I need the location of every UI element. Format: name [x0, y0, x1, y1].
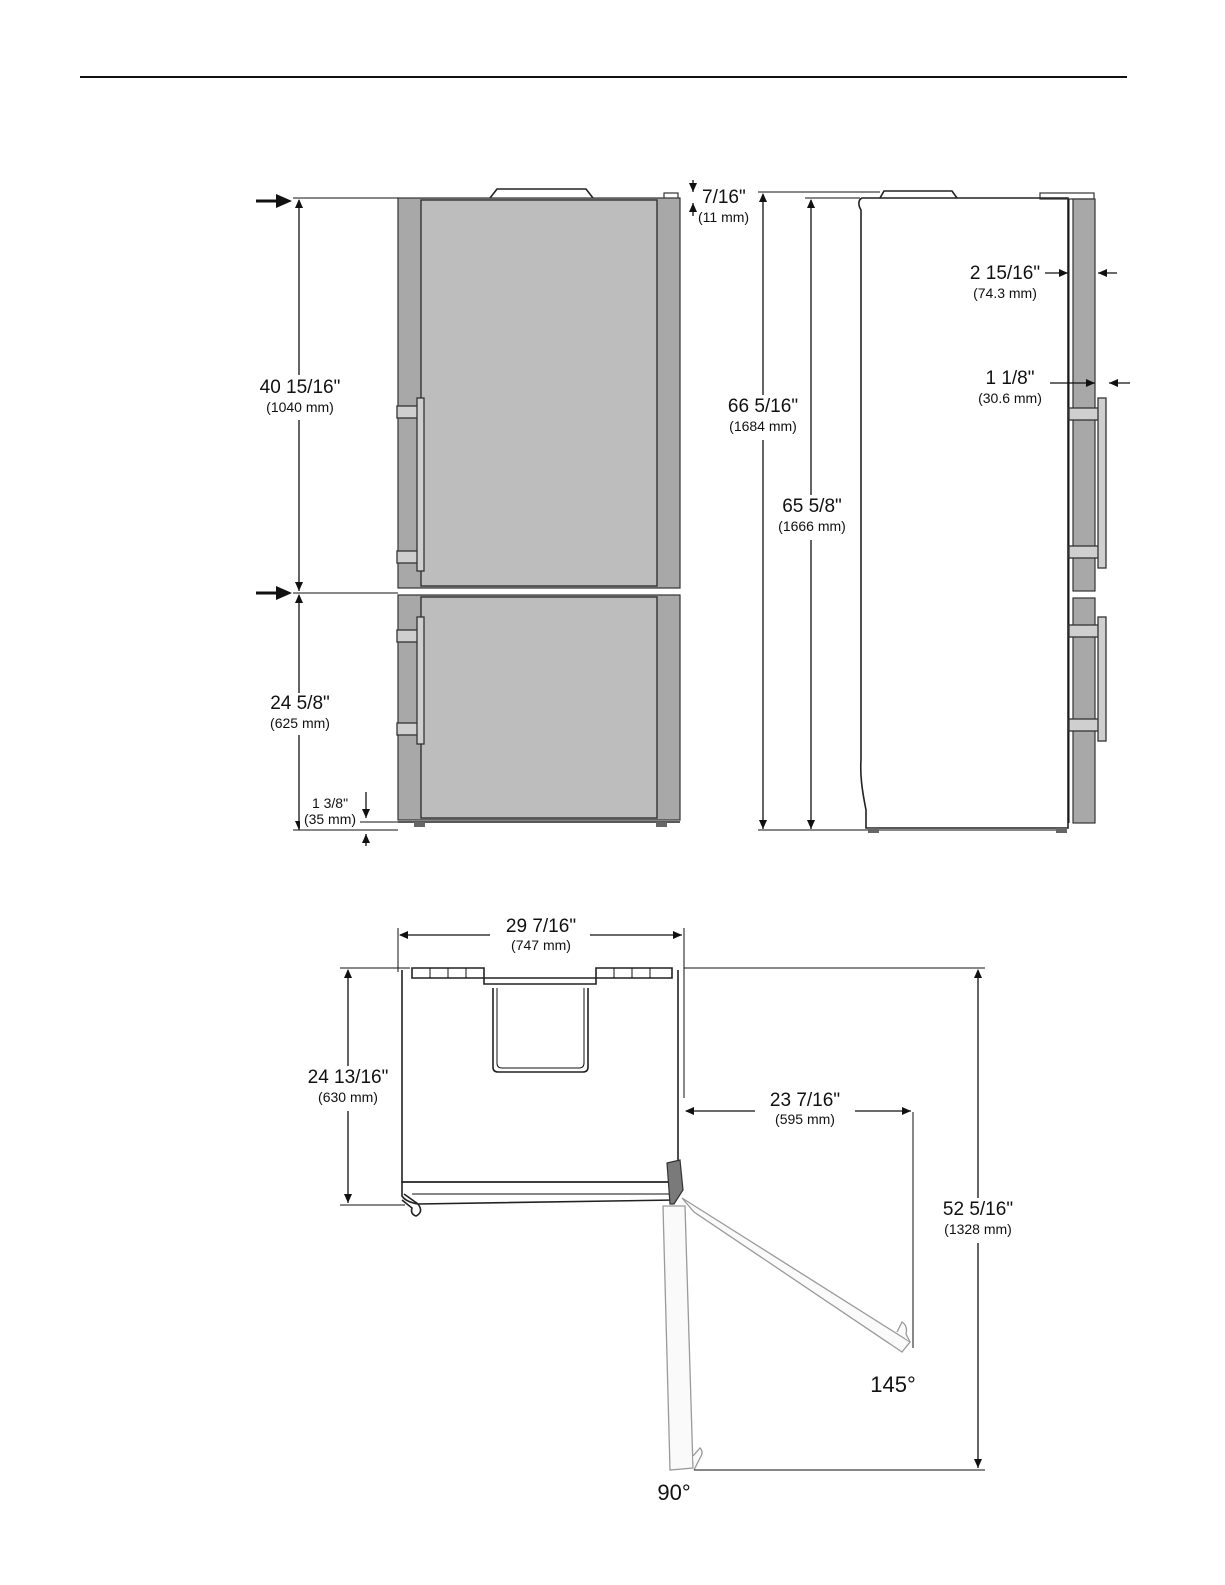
fridge-height-label: 24 5/8"	[270, 693, 330, 714]
freezer-height-label: 40 15/16"	[260, 377, 341, 398]
cabinet-top	[402, 970, 678, 1182]
leg-height-metric: (35 mm)	[304, 811, 356, 827]
open-depth-label: 52 5/16"	[943, 1199, 1013, 1220]
hinge-icon	[667, 1160, 683, 1204]
cabinet-height-label: 65 5/8"	[782, 496, 842, 517]
leg-height-label: 1 3/8"	[312, 795, 348, 811]
open-depth-metric: (1328 mm)	[944, 1221, 1012, 1237]
top-hinge-label: 7/16"	[702, 187, 746, 208]
upper-handle	[417, 398, 424, 571]
fridge-height-metric: (625 mm)	[270, 715, 330, 731]
door-open-145	[682, 1198, 910, 1352]
total-height-metric: (1684 mm)	[729, 418, 797, 434]
handle-depth-metric: (30.6 mm)	[978, 390, 1042, 406]
width-label: 29 7/16"	[506, 916, 576, 937]
width-metric: (747 mm)	[511, 937, 571, 953]
freezer-height-metric: (1040 mm)	[266, 399, 334, 415]
cabinet-height-metric: (1666 mm)	[778, 518, 846, 534]
top-hinge-metric: (11 mm)	[698, 209, 749, 225]
lower-handle	[417, 617, 424, 744]
angle-145-label: 145°	[870, 1372, 916, 1397]
door-swing-label: 23 7/16"	[770, 1090, 840, 1111]
door-swing-metric: (595 mm)	[775, 1111, 835, 1127]
depth-metric: (630 mm)	[318, 1089, 378, 1105]
closed-door	[402, 1182, 676, 1204]
door-open-90	[663, 1206, 693, 1470]
door-depth-metric: (74.3 mm)	[973, 285, 1037, 301]
door-depth-label: 2 15/16"	[970, 263, 1040, 284]
side-handle-lower	[1098, 617, 1106, 741]
depth-label: 24 13/16"	[308, 1067, 389, 1088]
side-view: 66 5/16" (1684 mm) 65 5/8" (1666 mm) 2 1…	[716, 191, 1130, 833]
front-view: 40 15/16" (1040 mm) 24 5/8" (625 mm) 1 3…	[250, 180, 749, 846]
top-handle	[493, 988, 588, 1072]
top-view: 29 7/16" (747 mm) 24 13/16" (630 mm)	[296, 913, 1026, 1505]
side-handle-upper	[1098, 398, 1106, 568]
handle-depth-label: 1 1/8"	[985, 368, 1034, 389]
total-height-label: 66 5/16"	[728, 396, 798, 417]
angle-90-label: 90°	[657, 1480, 690, 1505]
